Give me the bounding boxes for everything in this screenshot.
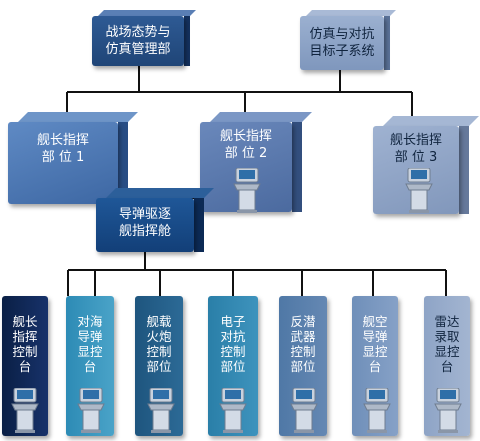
console-asw-weapon: 反潜 武器 控制 部位 (279, 296, 327, 436)
kiosk-terminal-icon (362, 387, 392, 438)
node-battlefield-sim-mgmt: 战场态势与 仿真管理部 (92, 10, 196, 66)
kiosk-terminal-icon (289, 387, 319, 438)
label-asw-weapon-control: 反潜 武器 控制 部位 (290, 314, 316, 374)
label-cmd-post-3: 舰长指挥 部 位 3 (389, 133, 442, 165)
label-destroyer-command-cabin: 导弹驱逐 舰指挥舱 (118, 207, 171, 239)
label-ship-gun-control: 舰载 火炮 控制 部位 (146, 314, 172, 374)
kiosk-terminal-icon (404, 167, 434, 218)
kiosk-terminal-icon (433, 387, 463, 438)
kiosk-terminal-icon (232, 167, 262, 218)
node-sim-target-system: 仿真与对抗 目标子系统 (300, 10, 396, 70)
node-destroyer-command-cabin: 导弹驱逐 舰指挥舱 (96, 188, 214, 252)
label-anti-ship-missile: 对海 导弹 显控 台 (77, 314, 103, 374)
node-cmd-post-3: 舰长指挥 部 位 3 (373, 116, 479, 214)
kiosk-terminal-icon (146, 387, 176, 438)
label-cmd-post-1: 舰长指挥 部 位 1 (36, 133, 89, 165)
label-sim-target-system: 仿真与对抗 目标子系统 (309, 27, 375, 59)
label-anti-air-missile: 舰空 导弹 显控 台 (362, 314, 388, 374)
node-cmd-post-1: 舰长指挥 部 位 1 (8, 112, 138, 204)
label-radar-console: 雷达 录取 显控 台 (434, 314, 460, 374)
label-battlefield-sim-mgmt: 战场态势与 仿真管理部 (105, 25, 171, 57)
console-ew: 电子 对抗 控制 部位 (208, 296, 258, 436)
label-cmd-post-2: 舰长指挥 部 位 2 (219, 129, 272, 161)
kiosk-terminal-icon (218, 387, 248, 438)
label-ew-control: 电子 对抗 控制 部位 (220, 314, 246, 374)
label-captain-console: 舰长 指挥 控制 台 (12, 314, 38, 374)
kiosk-terminal-icon (10, 387, 40, 438)
kiosk-terminal-icon (76, 387, 106, 438)
